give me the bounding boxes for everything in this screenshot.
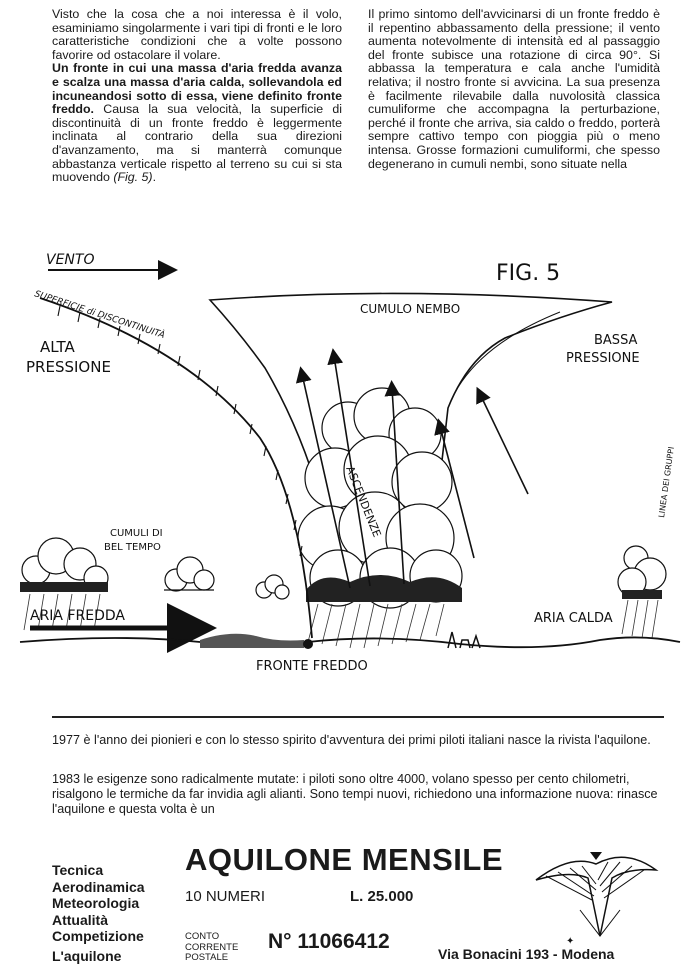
front-point [303, 639, 313, 649]
brand-name: L'aquilone [52, 948, 121, 964]
section-divider [52, 716, 664, 718]
postal-caption-line-1: CONTO [185, 932, 238, 943]
svg-text:✦: ✦ [566, 936, 574, 947]
wind-label: VENTO [46, 252, 94, 268]
promo-paragraph-1: 1977 è l'anno dei pionieri e con lo stes… [52, 733, 664, 748]
postal-account-number: N° 11066412 [268, 930, 390, 954]
promo-paragraph-2: 1983 le esigenze sono radicalmente mutat… [52, 772, 664, 817]
topic-item: Meteorologia [52, 895, 145, 912]
squall-rain [622, 600, 658, 638]
figure-reference: (Fig. 5) [113, 170, 152, 184]
rain [308, 604, 444, 648]
low-pressure-label-1: BASSA [594, 333, 638, 348]
fair-weather-cloud-2 [165, 557, 214, 591]
postal-caption-line-3: POSTALE [185, 953, 238, 964]
article-right-column: Il primo sintomo dell'avvicinarsi di un … [368, 8, 660, 171]
squall-cloud [618, 546, 666, 596]
topics-list: Tecnica Aerodinamica Meteorologia Attual… [52, 862, 145, 945]
terrain-left [200, 634, 304, 648]
issue-count: 10 NUMERI [185, 888, 265, 905]
high-pressure-label-1: ALTA [40, 338, 76, 356]
ground-line [20, 637, 680, 647]
cold-front-label: FRONTE FREDDO [256, 659, 368, 674]
fair-weather-label-2: BEL TEMPO [104, 542, 161, 553]
squall-cloud-base [622, 590, 662, 599]
figure-label: FIG. 5 [496, 261, 560, 286]
postal-account-caption: CONTO CORRENTE POSTALE [185, 932, 238, 964]
topic-item: Attualità [52, 912, 145, 929]
fair-weather-label-1: CUMULI DI [110, 528, 163, 539]
fair-weather-cloud-1-base [20, 582, 108, 592]
warm-air-label: ARIA CALDA [534, 611, 613, 626]
article-left-paragraph-2-text: Causa la sua velocità, la superficie di … [52, 102, 342, 184]
article-left-paragraph-2: Un fronte in cui una massa d'aria fredda… [52, 62, 342, 184]
cold-front-diagram: FIG. 5 VENTO CUMULO NEMBO SUPERFICIE di … [0, 238, 700, 698]
ad-title: AQUILONE MENSILE [185, 842, 503, 878]
article-left-paragraph-2-end: . [153, 170, 156, 184]
fair-weather-cloud-3 [256, 575, 289, 599]
article-left-paragraph-1: Visto che la cosa che a noi interessa è … [52, 8, 342, 62]
subscription-price: L. 25.000 [350, 888, 413, 905]
topic-item: Tecnica [52, 862, 145, 879]
cloud-base [306, 575, 462, 602]
article-right-paragraph-1: Il primo sintomo dell'avvicinarsi di un … [368, 8, 660, 171]
hang-glider-logo: ✦ [530, 840, 660, 950]
squall-line-label: LINEA DEI GRUPPI [657, 446, 676, 518]
low-pressure-label-2: PRESSIONE [566, 351, 640, 366]
article-left-column: Visto che la cosa che a noi interessa è … [52, 8, 342, 185]
discontinuity-label: SUPERFICIE di DISCONTINUITÀ [33, 287, 166, 341]
topic-item: Competizione [52, 928, 145, 945]
cumulonimbus-label: CUMULO NEMBO [360, 302, 460, 316]
cold-air-label: ARIA FREDDA [30, 608, 125, 624]
topic-item: Aerodinamica [52, 879, 145, 896]
high-pressure-label-2: PRESSIONE [26, 358, 111, 376]
